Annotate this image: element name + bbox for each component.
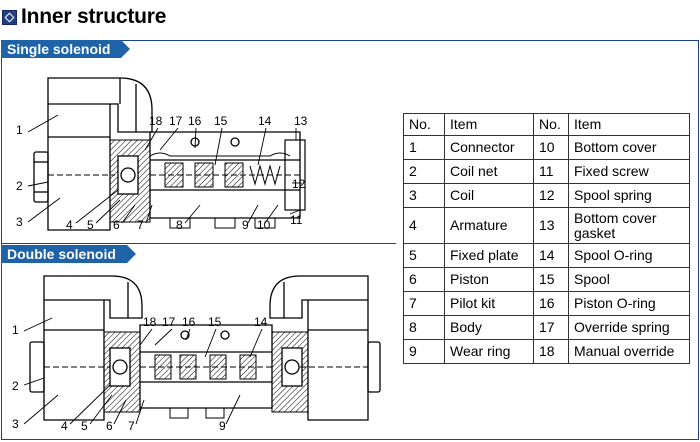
cell-no: 15	[533, 267, 569, 292]
double-label-17: 17	[162, 315, 176, 329]
cell-no: 3	[403, 183, 445, 208]
cell-item: Manual override	[568, 339, 690, 364]
double-label-6: 6	[106, 419, 113, 433]
double-label-7: 7	[128, 419, 135, 433]
single-label-6: 6	[113, 218, 120, 232]
double-label-3: 3	[12, 417, 19, 431]
cell-item: Spool	[568, 267, 690, 292]
double-label-5: 5	[81, 419, 88, 433]
table-row: 8 Body 17 Override spring	[403, 315, 690, 340]
cell-item: Body	[444, 315, 534, 340]
table-row: 7 Pilot kit 16 Piston O-ring	[403, 291, 690, 316]
table-row: 2 Coil net 11 Fixed screw	[403, 159, 690, 184]
single-label-11: 11	[290, 213, 303, 227]
cell-item: Override spring	[568, 315, 690, 340]
cell-no: 16	[533, 291, 569, 316]
cell-no: 10	[533, 135, 569, 160]
table-row: 9 Wear ring 18 Manual override	[403, 339, 690, 364]
parts-table: No. Item No. Item 1 Connector 10 Bottom …	[403, 113, 690, 364]
cell-no: 7	[403, 291, 445, 316]
cell-item: Spool O-ring	[568, 243, 690, 268]
single-label-18: 18	[149, 114, 163, 128]
cell-no: 18	[533, 339, 569, 364]
single-label-12: 12	[292, 177, 306, 191]
table-row: 5 Fixed plate 14 Spool O-ring	[403, 243, 690, 268]
single-label-2: 2	[16, 179, 23, 193]
cell-item: Wear ring	[444, 339, 534, 364]
single-label-17: 17	[169, 114, 183, 128]
cell-no: 17	[533, 315, 569, 340]
cell-item: Spool spring	[568, 183, 690, 208]
cell-no: 9	[403, 339, 445, 364]
section-divider	[1, 243, 396, 244]
single-label-4: 4	[66, 218, 73, 232]
cell-no: 12	[533, 183, 569, 208]
cell-no: 8	[403, 315, 445, 340]
col-header-item: Item	[444, 113, 534, 136]
double-label-16: 16	[182, 315, 196, 329]
cell-no: 11	[533, 159, 569, 184]
col-header-item-2: Item	[568, 113, 690, 136]
cell-item: Coil	[444, 183, 534, 208]
double-label-1: 1	[12, 323, 19, 337]
single-label-1: 1	[16, 123, 23, 137]
col-header-no: No.	[403, 113, 445, 136]
cell-item: Armature	[444, 207, 534, 244]
single-solenoid-frame	[1, 40, 699, 440]
page-title-row: Inner structure	[2, 2, 166, 32]
cell-item: Fixed screw	[568, 159, 690, 184]
cell-no: 14	[533, 243, 569, 268]
single-label-5: 5	[87, 218, 94, 232]
double-label-18: 18	[143, 315, 157, 329]
single-label-10: 10	[257, 218, 271, 232]
cell-item: Piston	[444, 267, 534, 292]
section-tab-double-arrow	[127, 245, 136, 263]
cell-item: Piston O-ring	[568, 291, 690, 316]
section-tab-single-arrow	[121, 40, 130, 58]
section-tab-single: Single solenoid	[1, 40, 121, 58]
page-title: Inner structure	[21, 5, 167, 28]
single-label-14: 14	[258, 114, 272, 128]
cell-no: 5	[403, 243, 445, 268]
single-label-8: 8	[176, 218, 183, 232]
table-row: 3 Coil 12 Spool spring	[403, 183, 690, 208]
title-bullet-icon	[2, 9, 17, 25]
table-row: 4 Armature 13 Bottom cover gasket	[403, 207, 690, 244]
double-label-2: 2	[12, 379, 19, 393]
section-tab-double: Double solenoid	[1, 245, 127, 263]
double-solenoid-drawing	[23, 275, 381, 425]
cell-no: 13	[533, 207, 569, 244]
col-header-no-2: No.	[533, 113, 569, 136]
table-row: 6 Piston 15 Spool	[403, 267, 690, 292]
cell-item: Pilot kit	[444, 291, 534, 316]
cell-no: 4	[403, 207, 445, 244]
single-label-3: 3	[16, 215, 23, 229]
cell-item: Connector	[444, 135, 534, 160]
cell-no: 2	[403, 159, 445, 184]
double-label-14: 14	[254, 315, 268, 329]
single-label-15: 15	[214, 114, 228, 128]
single-label-9: 9	[242, 218, 249, 232]
cell-item: Bottom cover	[568, 135, 690, 160]
cell-no: 1	[403, 135, 445, 160]
single-solenoid-drawing	[27, 77, 306, 231]
single-label-16: 16	[188, 114, 202, 128]
cell-item: Coil net	[444, 159, 534, 184]
single-label-13: 13	[294, 114, 308, 128]
cell-item: Fixed plate	[444, 243, 534, 268]
double-label-9: 9	[219, 419, 226, 433]
double-label-15: 15	[208, 315, 222, 329]
cell-no: 6	[403, 267, 445, 292]
double-label-4: 4	[61, 419, 68, 433]
cell-item: Bottom cover gasket	[568, 207, 690, 244]
table-header-row: No. Item No. Item	[403, 113, 690, 136]
single-label-7: 7	[137, 218, 144, 232]
table-row: 1 Connector 10 Bottom cover	[403, 135, 690, 160]
